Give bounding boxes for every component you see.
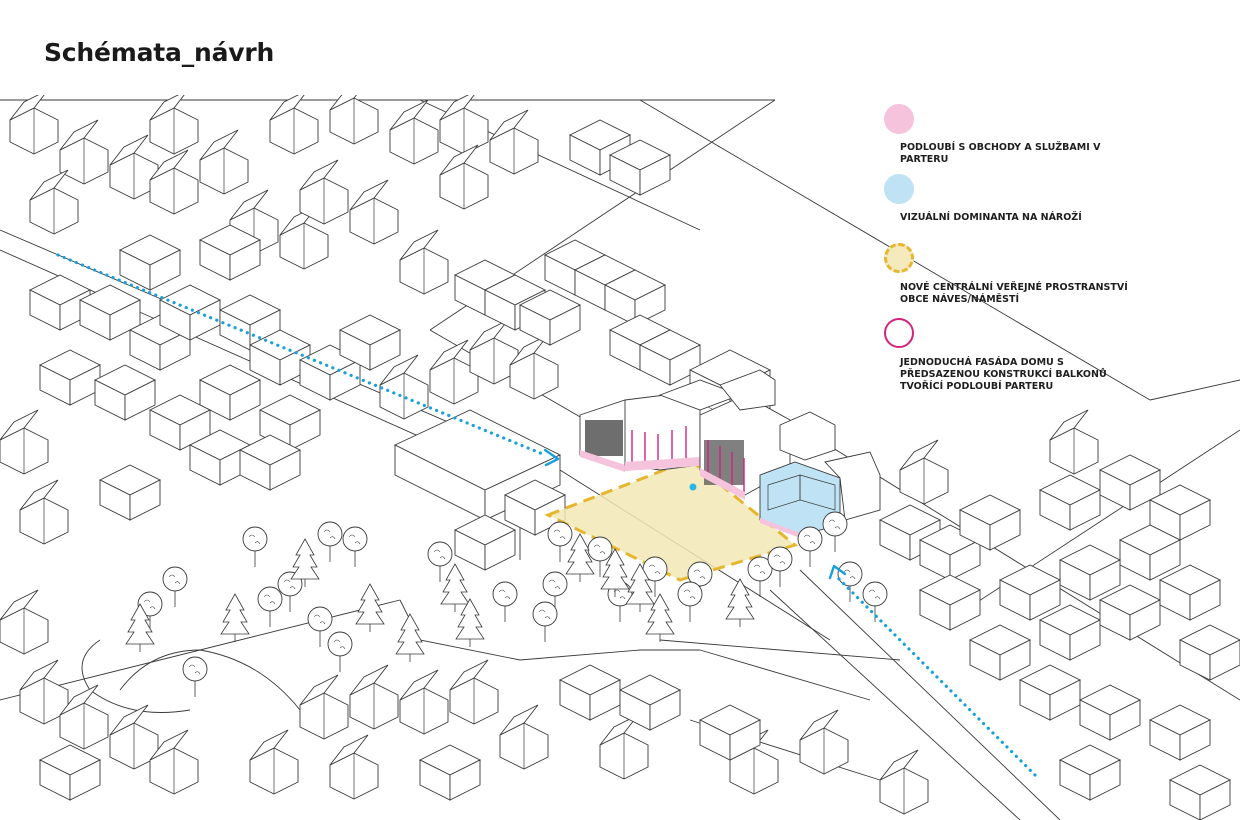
new-development-buildings bbox=[579, 369, 881, 538]
blue-circle-icon bbox=[884, 174, 914, 204]
legend-label-arcade: PODLOUBÍ S OBCHODY A SLUŽBAMI V PARTERU bbox=[900, 142, 1101, 165]
school-building bbox=[393, 409, 566, 571]
legend-label-square: NOVÉ CENTRÁLNÍ VEŘEJNÉ PROSTRANSTVÍ OBCE… bbox=[900, 282, 1128, 305]
magenta-circle-icon bbox=[884, 318, 914, 348]
pedestrian-route-southeast bbox=[828, 564, 1037, 777]
pedestrian-route-northwest bbox=[56, 253, 560, 467]
legend-label-dominant: VIZUÁLNÍ DOMINANTA NA NÁROŽÍ bbox=[900, 212, 1082, 223]
page-title: Schémata_návrh bbox=[44, 38, 275, 67]
houses-east bbox=[879, 409, 1240, 820]
yellow-dashed-circle-icon bbox=[884, 243, 914, 273]
new-central-square bbox=[544, 458, 799, 582]
houses-northwest bbox=[9, 95, 671, 270]
pink-circle-icon bbox=[884, 104, 914, 134]
legend-label-facade: JEDNODUCHÁ FASÁDA DOMU S PŘEDSAZENOU KON… bbox=[900, 357, 1107, 392]
